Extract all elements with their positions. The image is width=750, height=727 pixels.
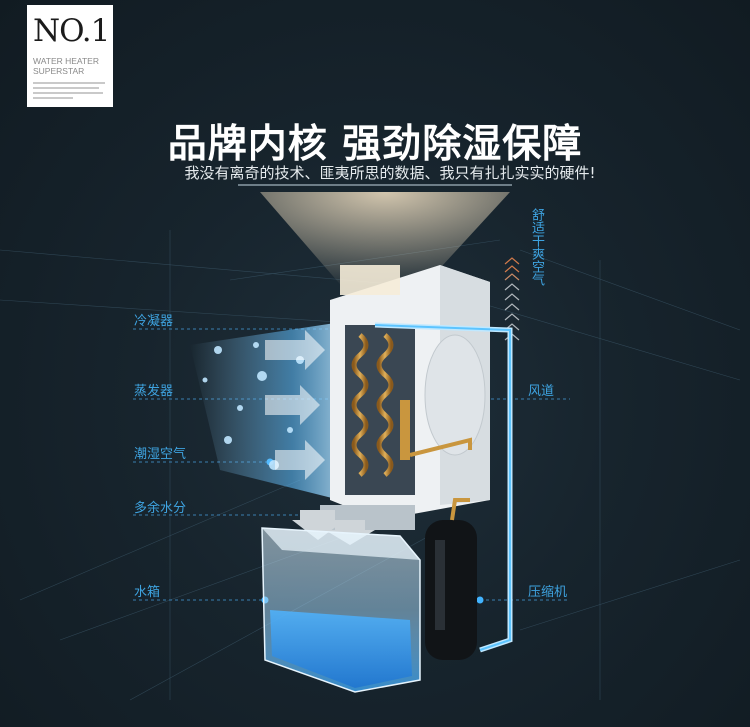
label-excess-water: 多余水分 — [134, 501, 187, 516]
air-outflow-glow — [260, 192, 510, 290]
drip-arrow-left — [292, 510, 345, 540]
air-arrows — [265, 330, 325, 480]
upward-chevrons — [504, 257, 520, 341]
subheadline: 我没有离奇的技术、匪夷所思的数据、我只有扎扎实实的硬件! — [184, 164, 596, 182]
label-evaporator: 蒸发器 — [134, 384, 174, 399]
brand-badge: NO.1 WATER HEATER SUPERSTAR — [27, 5, 113, 107]
fine-print-line — [33, 82, 105, 84]
fan-scroll — [424, 334, 486, 456]
badge-title: NO.1 — [33, 13, 110, 49]
badge-subtitle-line1: WATER HEATER — [33, 56, 99, 66]
label-water-tank: 水箱 — [134, 585, 161, 600]
copper-coils — [351, 333, 394, 477]
label-condenser: 冷凝器 — [134, 314, 174, 329]
fine-print-line — [33, 97, 73, 99]
fine-print-line — [33, 92, 103, 94]
filter-drier — [400, 400, 410, 460]
label-comfort-air: 舒适干爽空气 — [529, 208, 544, 286]
label-humid-air: 潮湿空气 — [134, 447, 187, 462]
badge-subtitle-line2: SUPERSTAR — [33, 66, 85, 76]
label-compressor: 压缩机 — [528, 585, 568, 600]
headline: 品牌内核 强劲除湿保障 — [167, 122, 583, 167]
label-air-duct: 风道 — [528, 384, 555, 399]
fine-print-line — [33, 87, 99, 89]
top-vent — [340, 265, 400, 295]
compressor-body — [425, 520, 477, 660]
